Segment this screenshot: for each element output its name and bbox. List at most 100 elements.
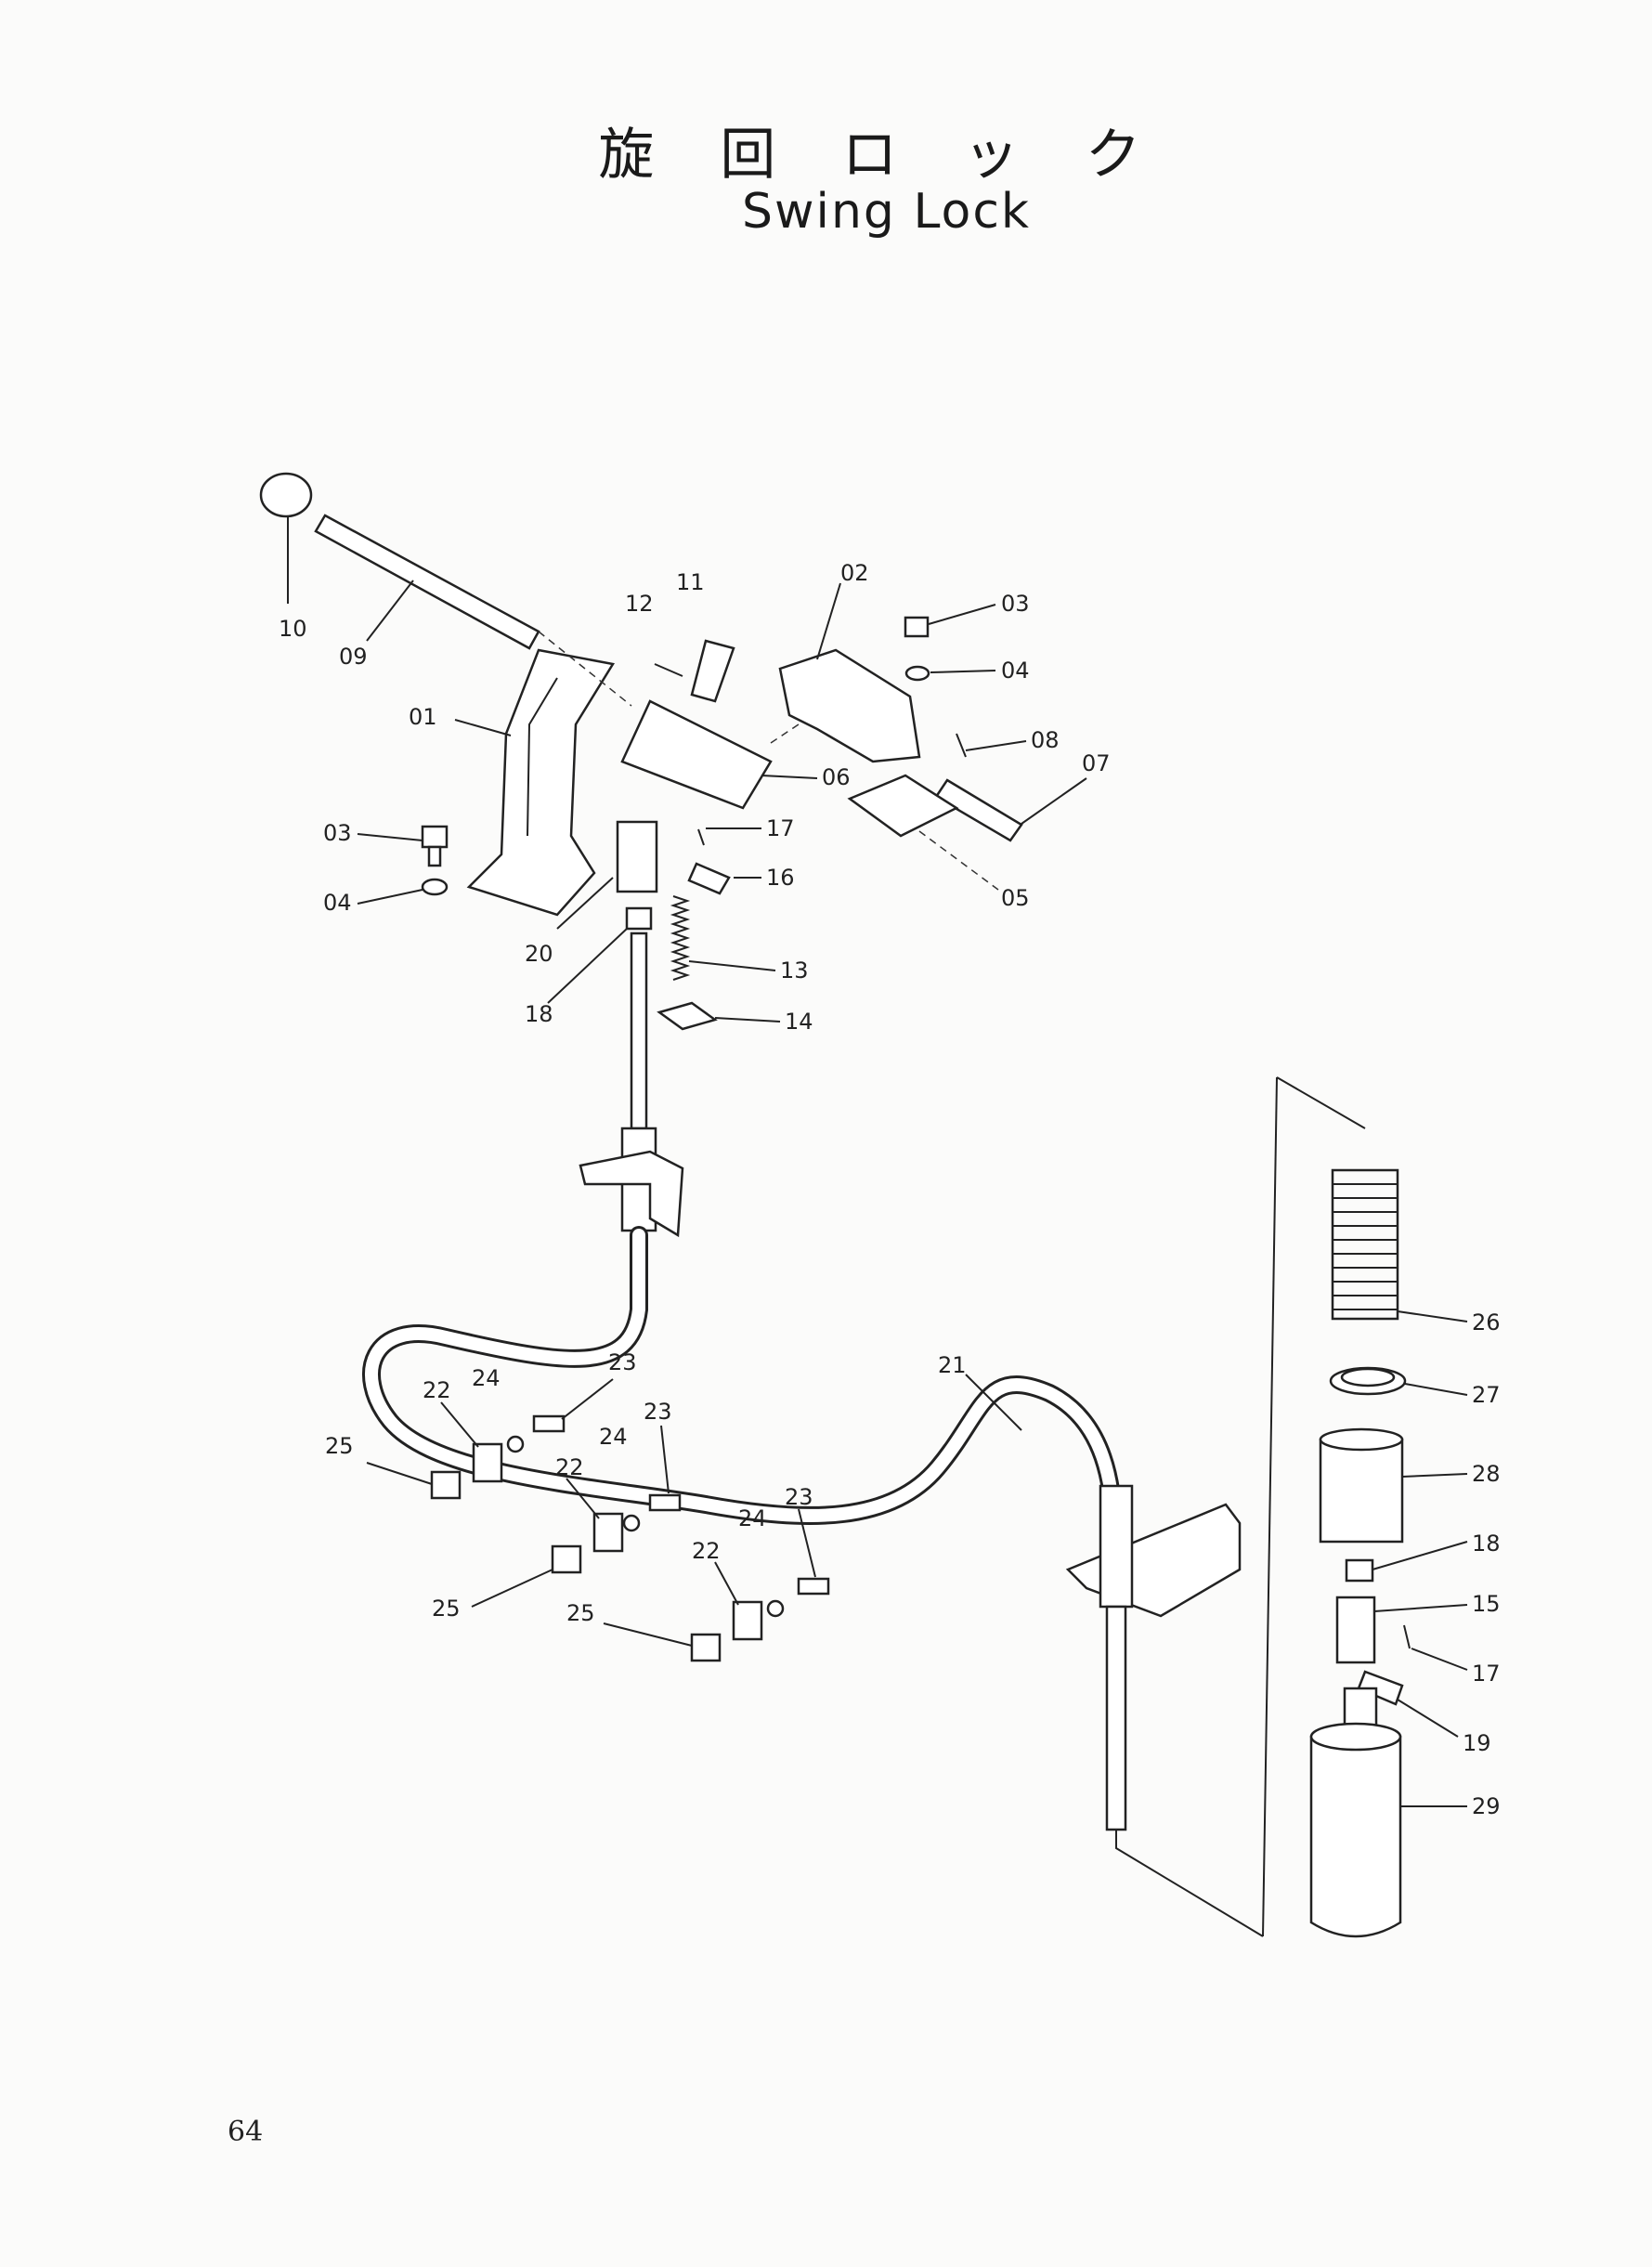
clamp-22a (472, 1442, 503, 1483)
leader-19 (1397, 1699, 1459, 1738)
cotter-08 (956, 733, 967, 758)
cylinder-29-top (1309, 1722, 1402, 1752)
callout-22b: 22 (555, 1454, 584, 1480)
callout-07: 07 (1082, 750, 1111, 776)
callout-17b: 17 (1472, 1661, 1501, 1687)
bracket-02 (778, 648, 921, 763)
leader-23b (660, 1425, 670, 1494)
leader-22b (566, 1478, 600, 1519)
dashed-link-1 (538, 631, 632, 707)
cable-rod-upper (630, 932, 648, 1130)
callout-09: 09 (339, 644, 368, 670)
title-japanese: 旋 回 ロ ッ ク (598, 123, 1165, 188)
leader-25b (471, 1569, 553, 1608)
callout-23c: 23 (785, 1484, 813, 1510)
callout-22a: 22 (423, 1377, 451, 1403)
lever-bracket (466, 648, 616, 917)
title-english: Swing Lock (741, 184, 1032, 240)
bolt-left-shank (427, 845, 442, 867)
leader-01 (454, 719, 512, 736)
leader-25a (366, 1462, 433, 1485)
leader-18b (1372, 1541, 1468, 1570)
nut-18 (625, 906, 653, 931)
nut-25a (430, 1470, 462, 1500)
clevis-20 (616, 820, 658, 893)
callout-25c: 25 (566, 1600, 595, 1626)
upper-mount-bracket (579, 1150, 684, 1238)
callout-19: 19 (1463, 1730, 1491, 1756)
spring-26 (1331, 1168, 1399, 1321)
guide-top (1276, 1076, 1366, 1129)
washer-right (904, 665, 930, 682)
plate-05 (847, 774, 959, 838)
dashed-link-2 (770, 723, 800, 744)
callout-13: 13 (780, 958, 809, 984)
callout-15: 15 (1472, 1591, 1501, 1617)
callout-12: 12 (625, 591, 654, 617)
callout-24c: 24 (738, 1505, 767, 1531)
callout-04b: 04 (323, 890, 352, 916)
leader-08 (965, 740, 1027, 751)
leader-04b (357, 889, 423, 905)
bolt-left (421, 825, 449, 849)
callout-24b: 24 (599, 1424, 628, 1450)
lower-mount-bracket (1065, 1503, 1242, 1618)
clamp-22c (732, 1600, 763, 1641)
callout-20: 20 (525, 941, 553, 967)
callout-04: 04 (1001, 658, 1030, 684)
callout-24a: 24 (472, 1365, 501, 1391)
cable-end-lower (1099, 1484, 1134, 1609)
nut-25c (690, 1633, 722, 1662)
leader-17b (1411, 1648, 1468, 1671)
leader-05 (918, 830, 999, 891)
plate-06 (620, 699, 773, 810)
sleeve-28 (1319, 1438, 1404, 1544)
dashed-guide-lower (1115, 1830, 1264, 1937)
leader-06 (761, 775, 818, 779)
callout-17: 17 (766, 815, 795, 841)
page-number: 64 (228, 2116, 264, 2148)
bolt-right (904, 616, 930, 638)
lever-knob (259, 472, 313, 518)
plate-14 (657, 1001, 718, 1031)
cotter-12 (654, 663, 683, 677)
callout-22c: 22 (692, 1538, 721, 1564)
callout-11: 11 (676, 569, 705, 595)
cylinder-29 (1309, 1735, 1402, 1938)
washer-24c (766, 1599, 785, 1618)
pin-07 (934, 778, 1023, 842)
callout-06: 06 (822, 764, 851, 790)
leader-18 (547, 928, 628, 1004)
sleeve-28-top (1319, 1427, 1404, 1452)
bolt-23a (532, 1414, 566, 1433)
washer-left (421, 878, 449, 896)
callout-03b: 03 (323, 820, 352, 846)
pin-19 (1357, 1670, 1404, 1706)
callout-18b: 18 (1472, 1531, 1501, 1557)
leader-25c (603, 1622, 693, 1647)
leader-21 (965, 1374, 1022, 1431)
leader-07 (1021, 777, 1087, 825)
callout-26: 26 (1472, 1309, 1501, 1335)
leader-22c (714, 1561, 739, 1606)
bracket-slot (527, 677, 558, 837)
washer-24a (506, 1435, 525, 1453)
leader-03b (357, 833, 423, 841)
leader-04 (930, 670, 996, 673)
callout-25b: 25 (432, 1596, 461, 1622)
callout-23b: 23 (644, 1399, 672, 1425)
leader-22a (440, 1401, 479, 1448)
leader-26 (1397, 1310, 1468, 1322)
bolt-23c (797, 1577, 830, 1596)
lever-rod (314, 514, 540, 650)
leader-14 (714, 1017, 781, 1023)
callout-03: 03 (1001, 591, 1030, 617)
callout-14: 14 (785, 1009, 813, 1035)
callout-01: 01 (409, 704, 437, 730)
cotter-17-right (1403, 1624, 1411, 1649)
clevis-15 (1335, 1596, 1376, 1664)
pin-11 (690, 639, 735, 703)
leader-20 (556, 877, 614, 930)
